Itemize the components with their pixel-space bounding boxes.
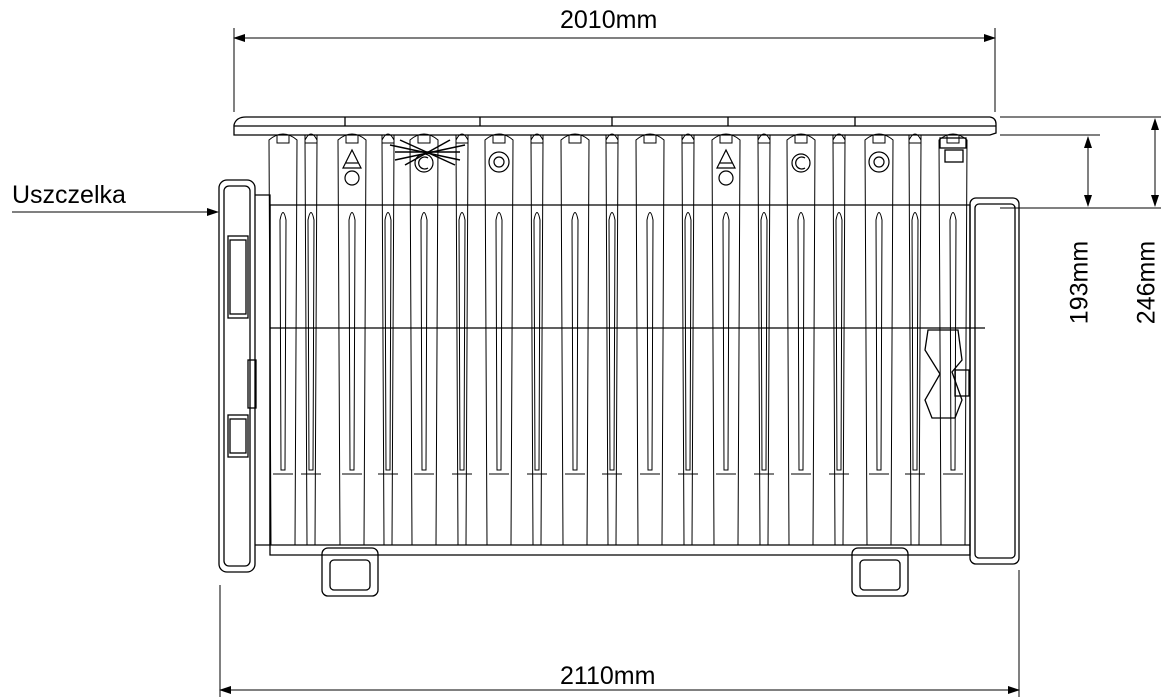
rib (452, 133, 472, 546)
dimension-vertical (1000, 116, 1161, 209)
dimension-246-label: 246mm (1132, 240, 1161, 325)
ribs (268, 133, 968, 546)
rib (678, 133, 698, 546)
rib (635, 133, 665, 546)
dimension-bottom-label: 2110mm (560, 662, 656, 690)
rib (409, 133, 439, 546)
rib (484, 133, 514, 546)
dimension-193-label: 193mm (1065, 240, 1094, 325)
rib (905, 133, 925, 546)
rib (378, 133, 398, 546)
rib-letter-mark (342, 148, 890, 186)
rib (786, 133, 816, 546)
dimension-top (233, 28, 996, 112)
rib (301, 133, 321, 546)
rib (938, 133, 968, 546)
rib (602, 133, 622, 546)
rib (527, 133, 547, 546)
rib (560, 133, 590, 546)
rib (864, 133, 894, 546)
seal-label: Uszczelka (12, 181, 126, 209)
rib (711, 133, 741, 546)
crossed-mark (389, 139, 466, 166)
rib (337, 133, 367, 546)
rib (268, 133, 298, 546)
dimension-top-label: 2010mm (560, 6, 658, 34)
rib (829, 133, 849, 546)
dimension-bottom (219, 570, 1020, 697)
rib (754, 133, 774, 546)
